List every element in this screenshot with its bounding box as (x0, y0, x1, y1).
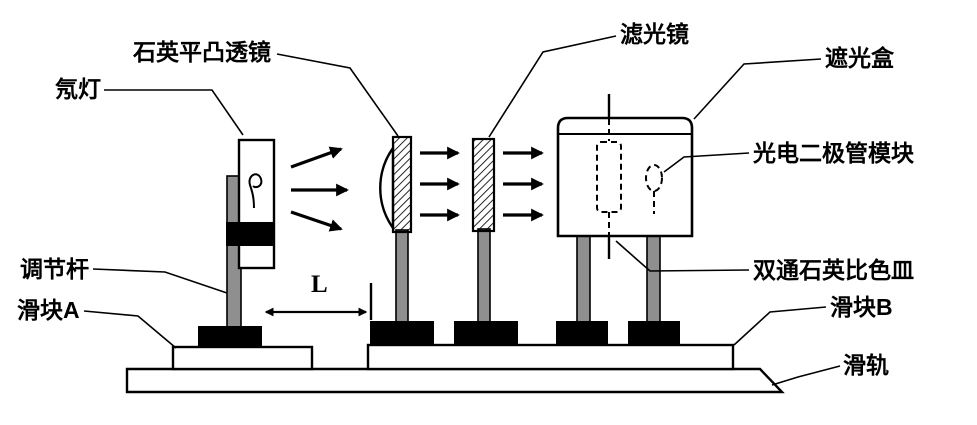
leader-adjustment-rod (92, 268, 228, 294)
leader-slider-a (83, 310, 177, 349)
neon-lamp-bulb (248, 173, 263, 209)
leader-slider-b (733, 306, 827, 346)
label-cuvette: 双通石英比色皿 (753, 257, 914, 283)
box-left-base (556, 321, 608, 346)
slider-a-platform (171, 345, 314, 371)
box-right-base (628, 321, 680, 346)
leader-neon-lamp (104, 89, 244, 136)
lens-base (370, 321, 434, 346)
ray-lamp-up (290, 146, 343, 169)
box-right-post (646, 235, 661, 324)
label-neon-lamp: 氖灯 (54, 76, 101, 102)
leader-cuvette (615, 240, 750, 272)
leader-shield-box (693, 58, 822, 120)
ray-lamp-down (290, 210, 343, 232)
label-rail: 滑轨 (843, 352, 889, 378)
lens-post (395, 229, 409, 324)
light-rays (290, 146, 544, 232)
slider-b-platform (366, 343, 735, 371)
cuvette-body (596, 141, 622, 213)
slider-a-base (198, 326, 262, 348)
lens-glass (379, 144, 395, 232)
label-photodiode: 光电二极管模块 (752, 140, 914, 166)
label-shield-box: 遮光盒 (825, 45, 895, 71)
lens-mount (391, 135, 413, 234)
filter-base (454, 321, 518, 346)
leader-rail (771, 365, 841, 386)
label-adjustment-rod: 调节杆 (20, 256, 89, 282)
shield-box-body (556, 116, 694, 238)
box-left-post (576, 235, 591, 324)
photodiode-body (645, 164, 663, 192)
label-quartz-lens: 石英平凸透镜 (132, 39, 271, 65)
neon-lamp-housing (237, 138, 276, 270)
leader-filter (488, 35, 617, 138)
lamp-clamp (226, 222, 274, 246)
label-slider-b: 滑块B (830, 294, 893, 320)
label-distance: L (311, 271, 328, 298)
leader-quartz-lens (276, 53, 399, 137)
label-filter: 滤光镜 (620, 21, 689, 47)
slide-rail (125, 367, 785, 394)
leader-photodiode (663, 152, 750, 173)
label-slider-a: 滑块A (17, 297, 80, 323)
filter-plate (471, 137, 496, 233)
filter-post (477, 228, 491, 324)
